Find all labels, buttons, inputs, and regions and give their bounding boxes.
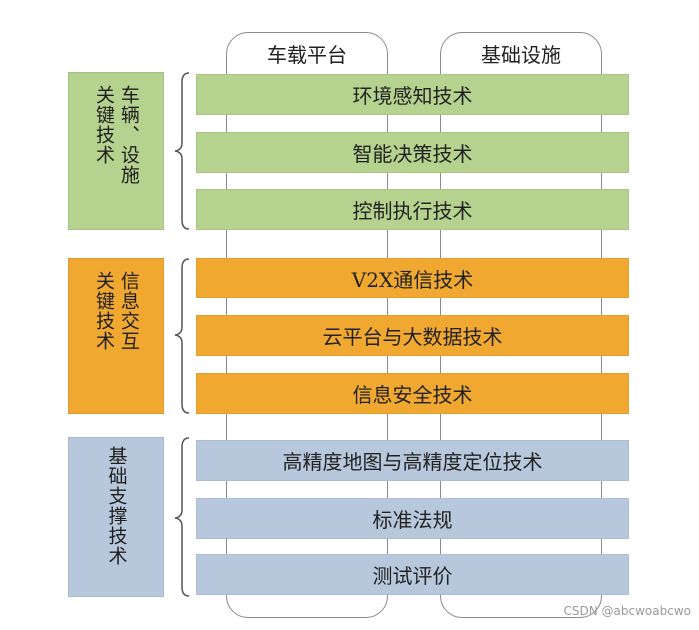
bar-hd-map-positioning: 高精度地图与高精度定位技术: [196, 440, 629, 481]
bar-standards-regulations: 标准法规: [196, 498, 629, 539]
brace-group-1: [174, 72, 190, 230]
category-vehicle-facility-key-tech: 车辆、设施 关键技术: [68, 72, 164, 230]
bar-intelligent-decision: 智能决策技术: [196, 132, 629, 173]
category-basic-support-tech: 基础支撑技术: [68, 437, 164, 597]
column-title-infrastructure: 基础设施: [481, 43, 561, 67]
category-label-line: 车辆、设施: [117, 85, 140, 185]
bar-cloud-big-data: 云平台与大数据技术: [196, 315, 629, 356]
bar-control-execution: 控制执行技术: [196, 189, 629, 230]
category-label-line: 关键技术: [93, 85, 115, 165]
bar-environment-perception: 环境感知技术: [196, 74, 629, 115]
bar-v2x-communication: V2X通信技术: [196, 258, 629, 298]
category-label-line: 关键技术: [93, 271, 115, 351]
category-label-line: 信息交互: [117, 271, 140, 351]
category-label-line: 基础支撑技术: [105, 446, 128, 566]
brace-group-2: [174, 258, 190, 414]
brace-group-3: [174, 437, 190, 597]
category-info-interaction-key-tech: 信息交互 关键技术: [68, 258, 164, 414]
bar-information-security: 信息安全技术: [196, 373, 629, 414]
column-title-vehicle-platform: 车载平台: [267, 43, 347, 67]
watermark: CSDN @abcwoabcwo: [563, 604, 691, 618]
bar-testing-evaluation: 测试评价: [196, 554, 629, 595]
